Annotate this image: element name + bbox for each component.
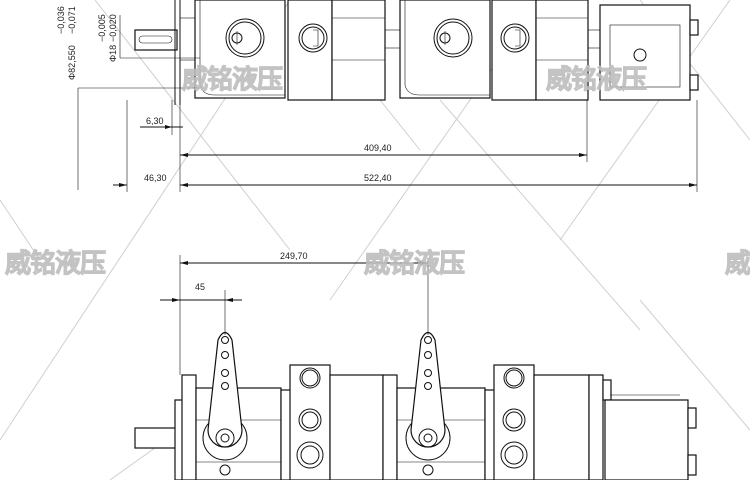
watermark-text: 威铭液压 (5, 248, 106, 279)
dim-pump-length: 409,40 (364, 143, 392, 153)
dim-flange: 46,30 (144, 173, 167, 183)
pump-section-1 (194, 0, 386, 101)
dim-pilot-diameter: Φ82,550 (67, 45, 77, 80)
shaft (134, 29, 178, 51)
pump-section-1-front (195, 331, 384, 480)
top-view (134, 0, 699, 105)
dim-lever-offset: 45 (195, 282, 205, 292)
watermarks: 威铭液压 威铭液压 威铭液压 威铭液压 威铭液压 (5, 64, 750, 280)
shaft-keyway (138, 35, 173, 44)
watermark-text: 威铭液压 (364, 248, 465, 279)
dim-lever-spacing: 249,70 (280, 251, 308, 261)
front-view (134, 331, 697, 480)
dim-total-length: 522,40 (364, 173, 392, 183)
end-cover (599, 4, 699, 101)
pump-section-2-front (396, 331, 590, 480)
watermark-text: 威铭液压 (182, 64, 283, 95)
shaft-front (134, 427, 178, 449)
front-view-dimensions: 249,70 45 (160, 251, 429, 375)
dim-shaft-diameter: Φ18 (108, 45, 118, 62)
watermark-text: 威铭液压 (725, 248, 750, 279)
dim-shaft-tol-upper: −0,005 (97, 14, 107, 42)
dim-pilot-tol-lower: −0,071 (67, 6, 77, 34)
pump-section-2 (399, 0, 589, 101)
dim-shaft-offset: 6,30 (146, 116, 164, 126)
end-cover-front (604, 394, 697, 480)
watermark-text: 威铭液压 (546, 64, 647, 95)
dim-pilot-tol-upper: −0,036 (56, 6, 66, 34)
dim-shaft-tol-lower: −0,020 (108, 14, 118, 42)
top-view-dimensions: 6,30 409,40 46,30 522,40 Φ82,550 −0,071 … (56, 6, 698, 192)
